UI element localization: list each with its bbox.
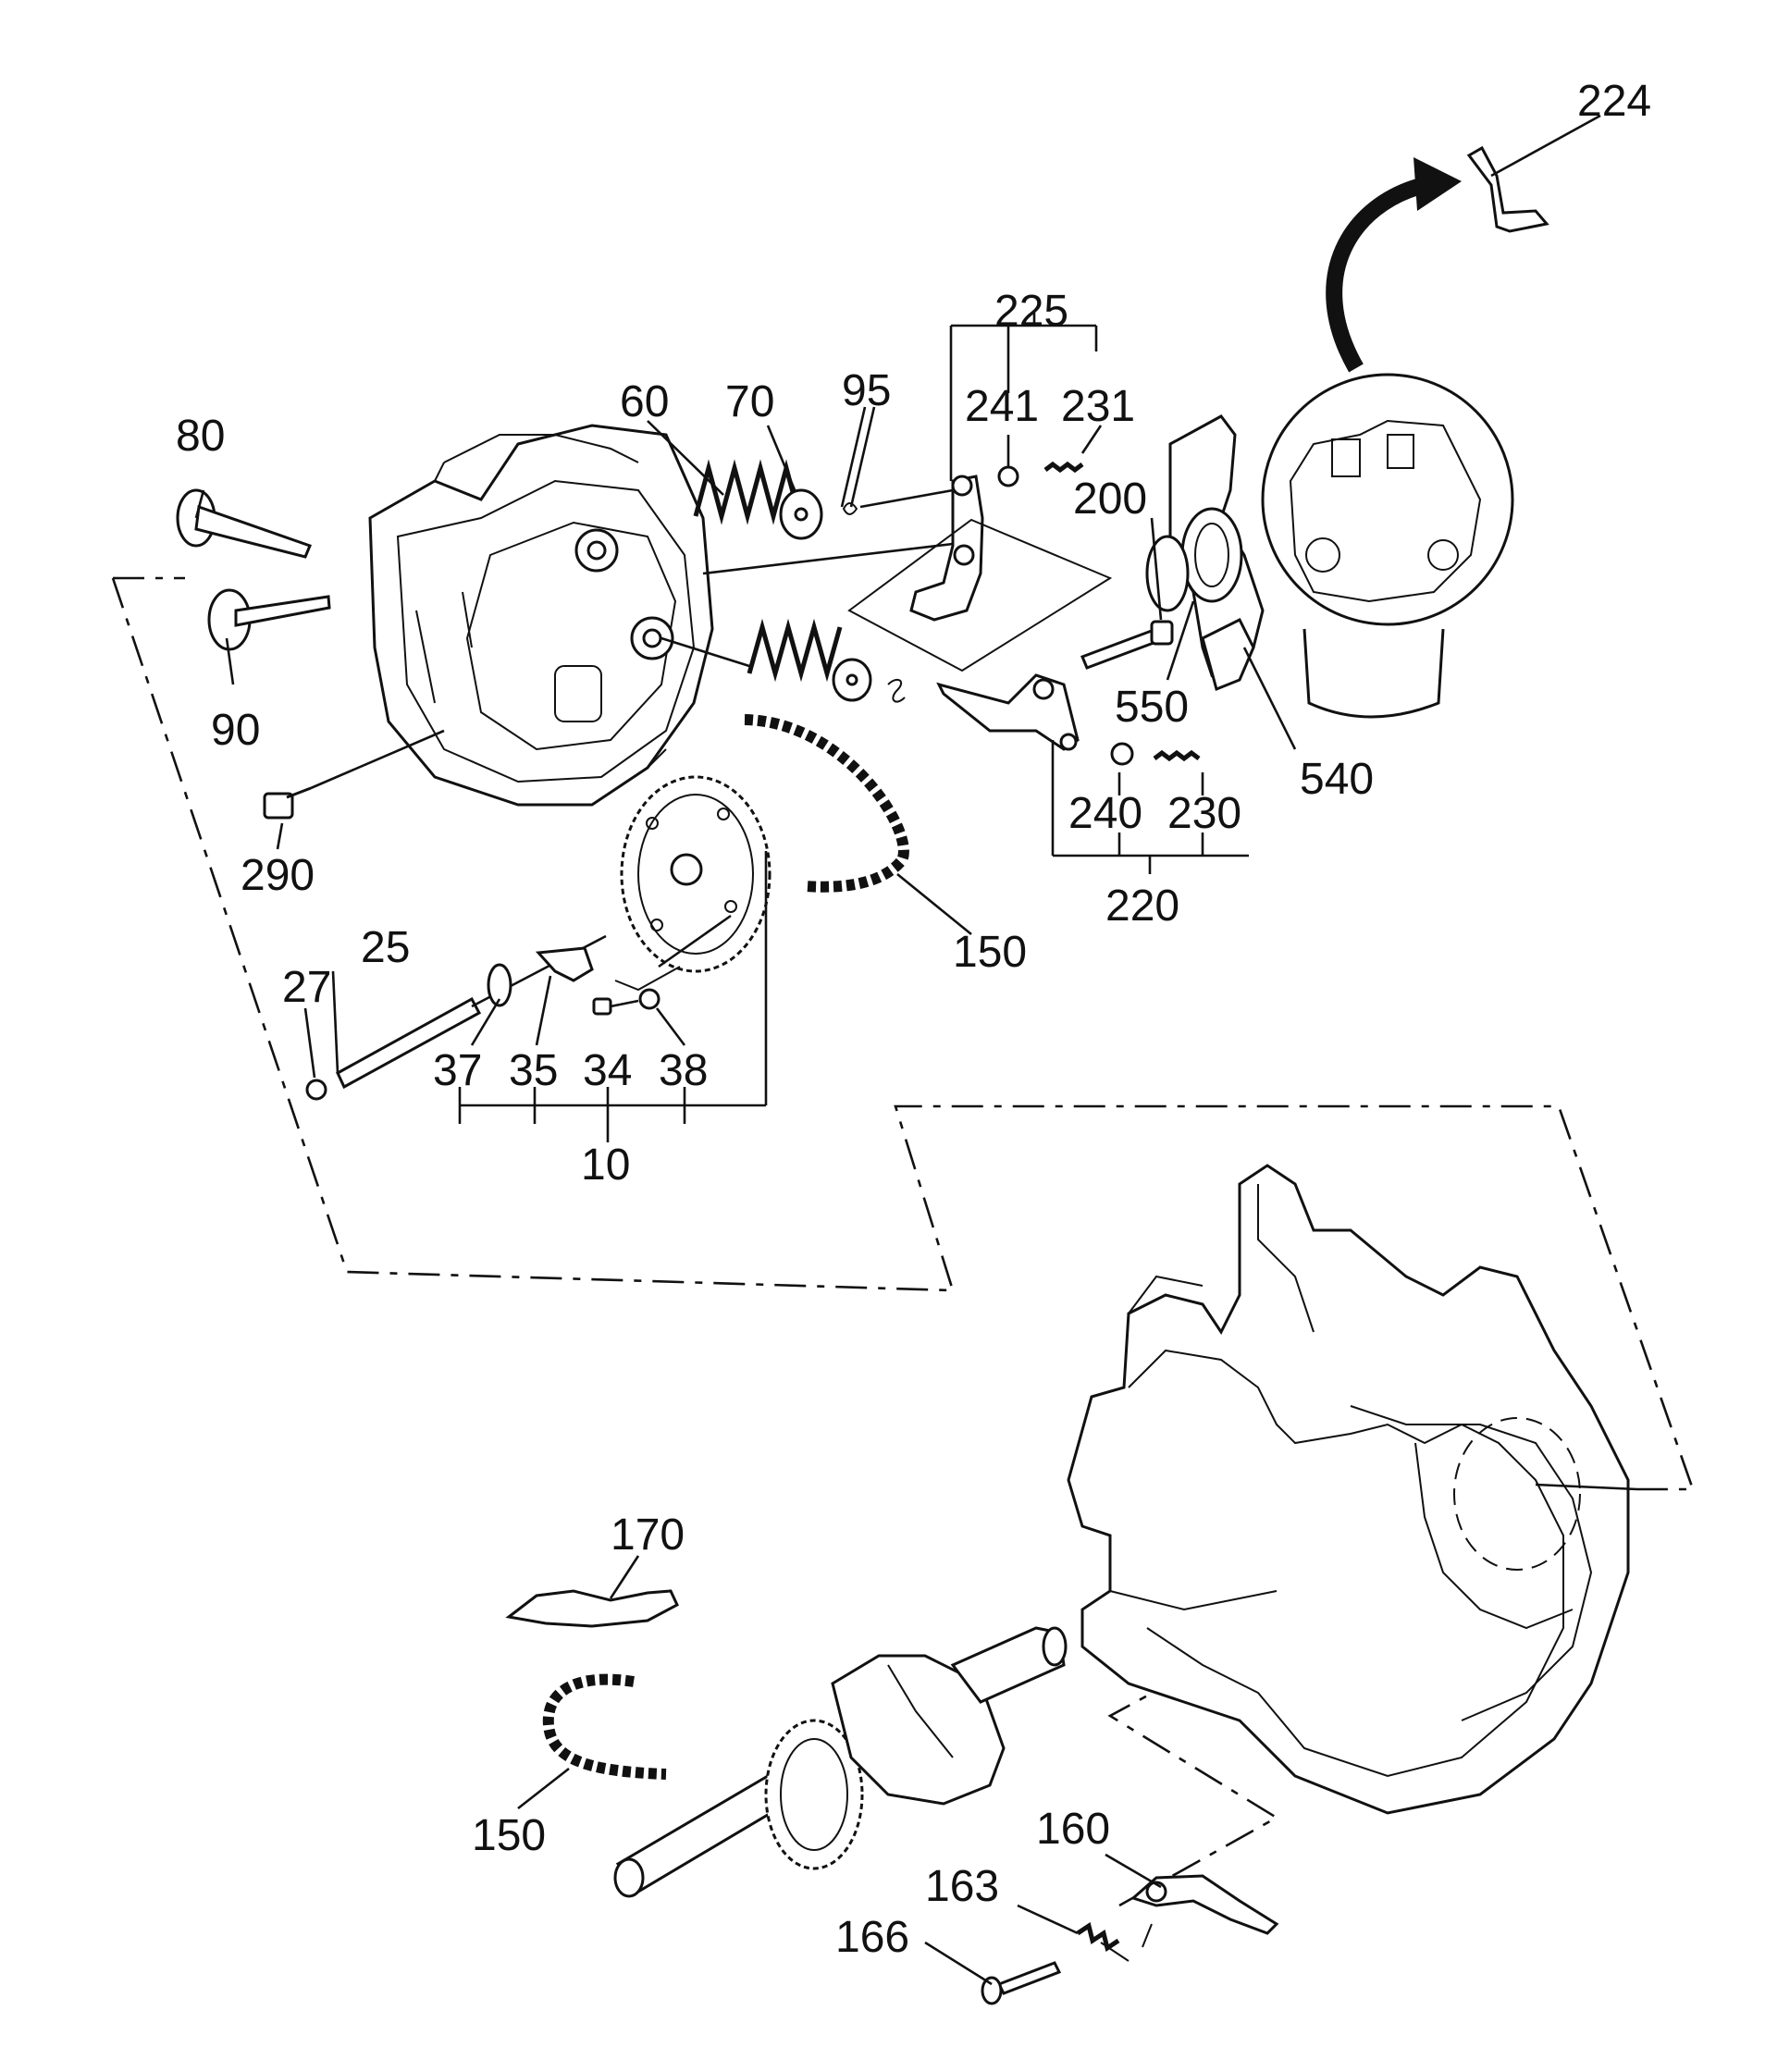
callout-224: 224 [1577, 77, 1651, 126]
callout-95: 95 [842, 366, 891, 415]
gasket-540 [1201, 617, 1297, 750]
valve-90 [207, 588, 331, 651]
callout-240: 240 [1068, 789, 1142, 838]
ring-37 [487, 963, 512, 1007]
callout-166: 166 [835, 1913, 909, 1962]
valve-80 [176, 488, 312, 559]
decompressor-35 [535, 946, 594, 982]
valve-spring-lower [747, 618, 843, 683]
crankshaft [613, 1626, 1068, 1898]
gasket-550 [1145, 535, 1190, 612]
callout-163: 163 [925, 1862, 999, 1911]
callout-150-upper: 150 [953, 928, 1027, 977]
callout-170: 170 [611, 1511, 685, 1560]
callout-37: 37 [433, 1046, 482, 1095]
callout-70: 70 [725, 377, 774, 426]
retainer-70 [779, 488, 872, 702]
tensioner-160 [1105, 1853, 1279, 1935]
callout-550: 550 [1115, 683, 1189, 732]
callout-10: 10 [581, 1141, 630, 1190]
callout-150-lower: 150 [472, 1811, 546, 1860]
callout-290: 290 [241, 851, 315, 900]
callout-80: 80 [176, 412, 225, 461]
chain-guide-170 [505, 1555, 679, 1628]
nut-240 [1110, 742, 1134, 766]
carburetor-detail [1261, 373, 1514, 719]
clip-27 [305, 1079, 327, 1101]
callout-34: 34 [583, 1046, 632, 1095]
callout-labels: 224 225 241 231 60 70 95 80 200 90 550 5… [176, 77, 1651, 1962]
nut-241 [997, 465, 1019, 487]
group-boundaries [111, 576, 1695, 1907]
screw-231 [1043, 461, 1084, 474]
spring-163 [1017, 1904, 1120, 1953]
lever-224 [1466, 114, 1601, 233]
callout-241: 241 [965, 382, 1039, 431]
bolt-34 [592, 997, 639, 1016]
callout-60: 60 [620, 377, 669, 426]
callout-90: 90 [211, 706, 260, 755]
screw-230 [1153, 749, 1201, 762]
callout-38: 38 [659, 1046, 708, 1095]
spring-38 [614, 914, 732, 1010]
rocker-arm-upper [909, 475, 984, 622]
bracket-225 [949, 310, 1103, 481]
detail-arrow [1326, 157, 1462, 373]
callout-25: 25 [361, 923, 410, 972]
rocker-arm-lower [936, 673, 1080, 751]
callout-540: 540 [1300, 755, 1374, 804]
callout-230: 230 [1167, 789, 1241, 838]
crankcase [1067, 1164, 1638, 1815]
callout-220: 220 [1105, 882, 1179, 931]
bracket-10 [458, 851, 768, 1142]
pin-166 [924, 1941, 1062, 2005]
callout-27: 27 [282, 963, 331, 1012]
callout-35: 35 [509, 1046, 558, 1095]
leader-lines [194, 406, 1195, 1079]
cam-sprocket [620, 775, 772, 973]
keepers-95 [842, 502, 906, 703]
callout-200: 200 [1073, 475, 1147, 524]
callout-160: 160 [1036, 1805, 1110, 1854]
bolt-290 [263, 729, 445, 820]
bolt-200 [1080, 620, 1174, 670]
timing-chain-150-lower [517, 1673, 667, 1810]
callout-225: 225 [994, 287, 1068, 336]
cylinder-head [368, 424, 714, 807]
bracket-220 [1051, 740, 1249, 874]
callout-231: 231 [1061, 382, 1135, 431]
intake-bracket [1168, 414, 1265, 678]
